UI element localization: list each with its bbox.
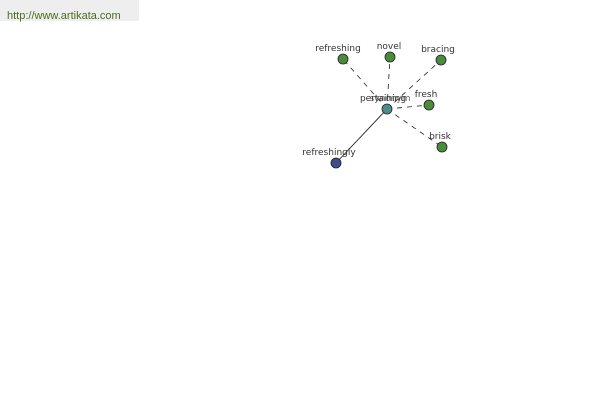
node-refreshing[interactable] (337, 53, 349, 65)
edge-fresh (386, 104, 430, 110)
source-link[interactable]: http://www.artikata.com (7, 10, 121, 22)
label-brisk: brisk (429, 132, 452, 142)
graph-nodes (330, 51, 448, 169)
graph-labels: refreshing novel bracing fresh brisk ref… (302, 42, 455, 158)
label-center-relation: synonym (369, 94, 410, 104)
node-refreshingly[interactable] (330, 157, 342, 169)
node-brisk[interactable] (436, 141, 448, 153)
node-fresh[interactable] (423, 99, 435, 111)
edge-bracing (386, 59, 442, 110)
node-bracing[interactable] (435, 54, 447, 66)
source-bar: http://www.artikata.com (0, 0, 139, 22)
label-bracing: bracing (421, 45, 455, 55)
label-refreshing: refreshing (315, 44, 361, 54)
edge-novel (386, 56, 391, 110)
graph-edges (335, 56, 443, 164)
label-fresh: fresh (415, 90, 438, 100)
label-novel: novel (377, 42, 402, 52)
edge-brisk (386, 108, 443, 148)
edge-refreshing (342, 58, 388, 110)
label-refreshingly: refreshingly (302, 148, 356, 158)
edge-refreshingly (335, 108, 388, 164)
node-novel[interactable] (384, 51, 396, 63)
node-center[interactable] (381, 103, 393, 115)
label-center: pertaining (360, 94, 406, 104)
